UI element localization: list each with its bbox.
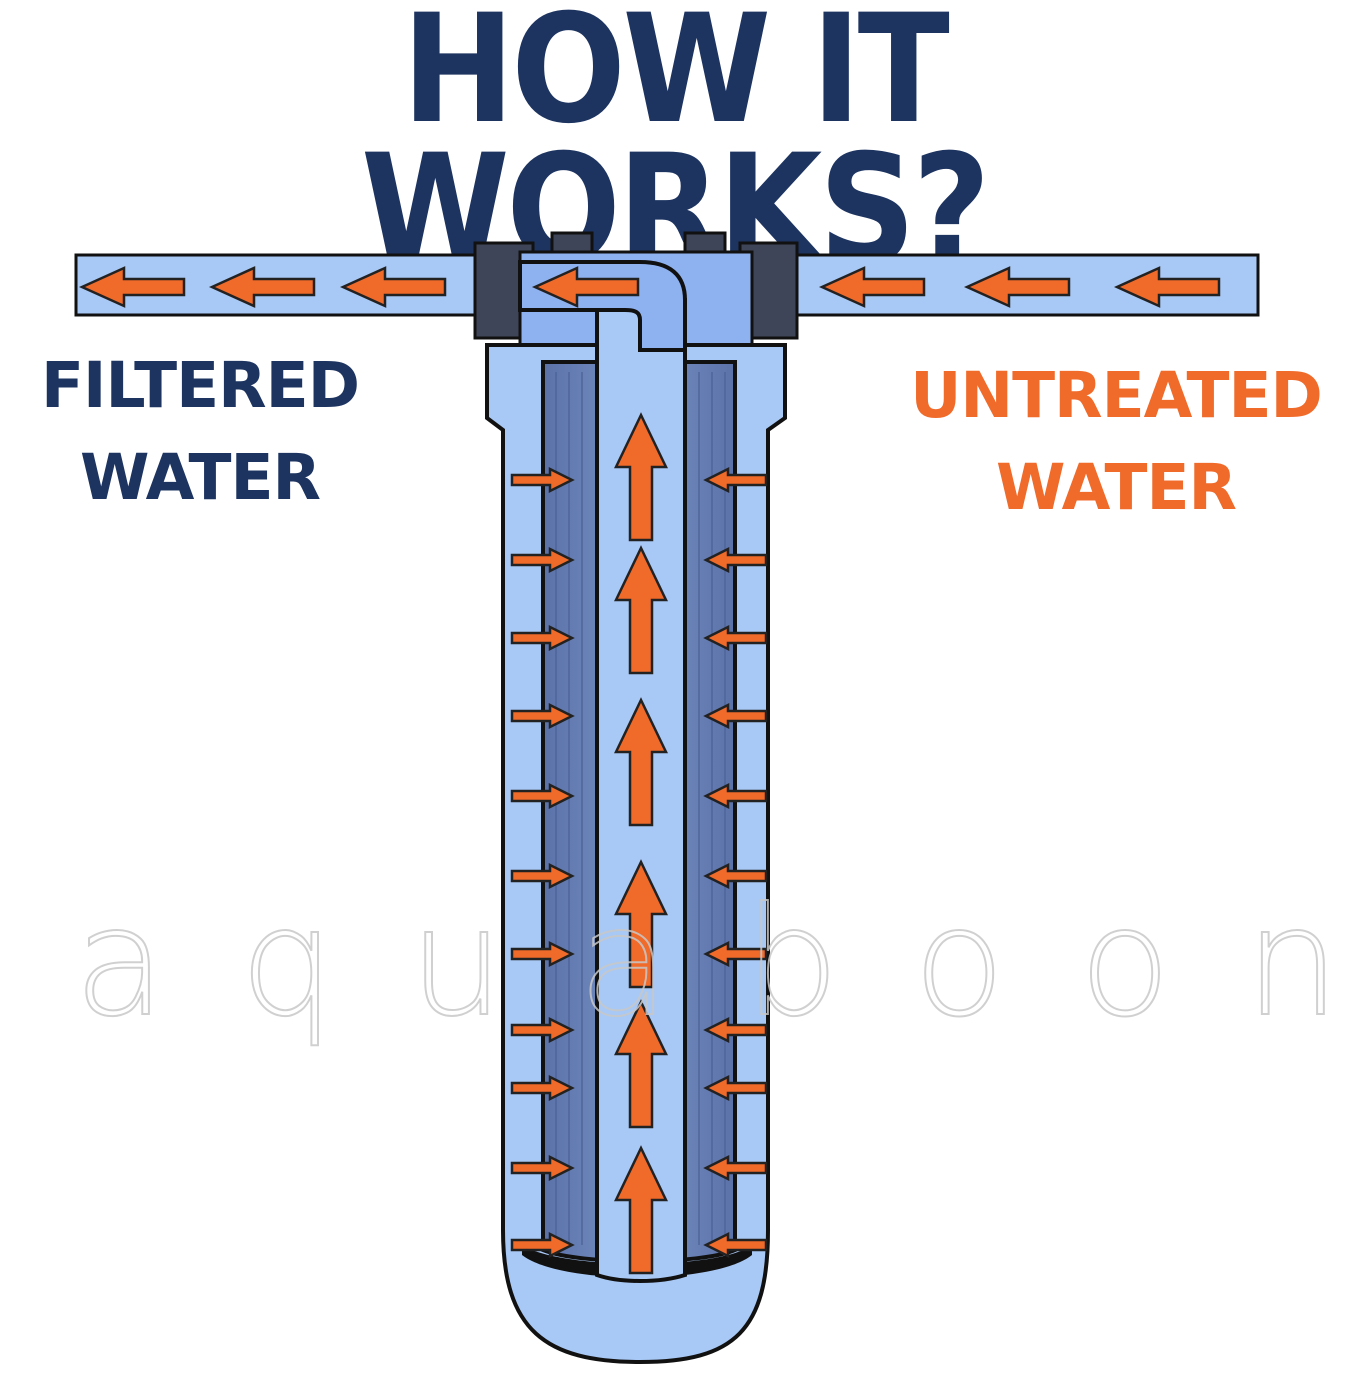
arrow-up-icon [614, 859, 668, 989]
arrow-right-icon [510, 466, 575, 494]
arrow-left-icon [703, 1016, 768, 1044]
arrow-right-icon [510, 624, 575, 652]
arrow-right-icon [510, 940, 575, 968]
arrow-up-icon [614, 412, 668, 542]
arrow-left-icon [703, 702, 768, 730]
arrow-right-icon [510, 1231, 575, 1259]
page-title: HOW IT WORKS? [360, 0, 991, 297]
untreated-water-label-line-1: UNTREATED [910, 359, 1323, 432]
arrow-right-icon [510, 782, 575, 810]
arrow-left-icon [339, 266, 447, 308]
arrow-left-icon [703, 1154, 768, 1182]
arrow-up-icon [614, 697, 668, 827]
filtered-water-label-line-2: WATER [79, 441, 321, 514]
cartridge-pleats [555, 372, 726, 1245]
flow-arrows [78, 266, 1221, 1275]
arrow-left-icon [531, 266, 640, 308]
arrow-right-icon [510, 1154, 575, 1182]
arrow-right-icon [510, 1074, 575, 1102]
arrow-left-icon [703, 546, 768, 574]
arrow-left-icon [703, 1231, 768, 1259]
arrow-up-icon [614, 1145, 668, 1275]
arrow-left-icon [963, 266, 1071, 308]
arrow-left-icon [703, 940, 768, 968]
arrow-right-icon [510, 1016, 575, 1044]
untreated-water-label-line-2: WATER [995, 451, 1237, 524]
arrow-left-icon [78, 266, 186, 308]
arrow-left-icon [703, 782, 768, 810]
arrow-right-icon [510, 546, 575, 574]
arrow-up-icon [614, 999, 668, 1129]
arrow-left-icon [703, 466, 768, 494]
arrow-left-icon [703, 1074, 768, 1102]
untreated-water-label: UNTREATED WATER [896, 350, 1336, 534]
filtered-water-label: FILTERED WATER [10, 340, 390, 524]
arrow-right-icon [510, 862, 575, 890]
arrow-up-icon [614, 545, 668, 675]
arrow-right-icon [510, 702, 575, 730]
housing-bowl-base [522, 1245, 752, 1278]
arrow-left-icon [818, 266, 926, 308]
arrow-left-icon [208, 266, 316, 308]
arrow-left-icon [1113, 266, 1221, 308]
arrow-left-icon [703, 624, 768, 652]
arrow-left-icon [703, 862, 768, 890]
filtered-water-label-line-1: FILTERED [40, 349, 360, 422]
